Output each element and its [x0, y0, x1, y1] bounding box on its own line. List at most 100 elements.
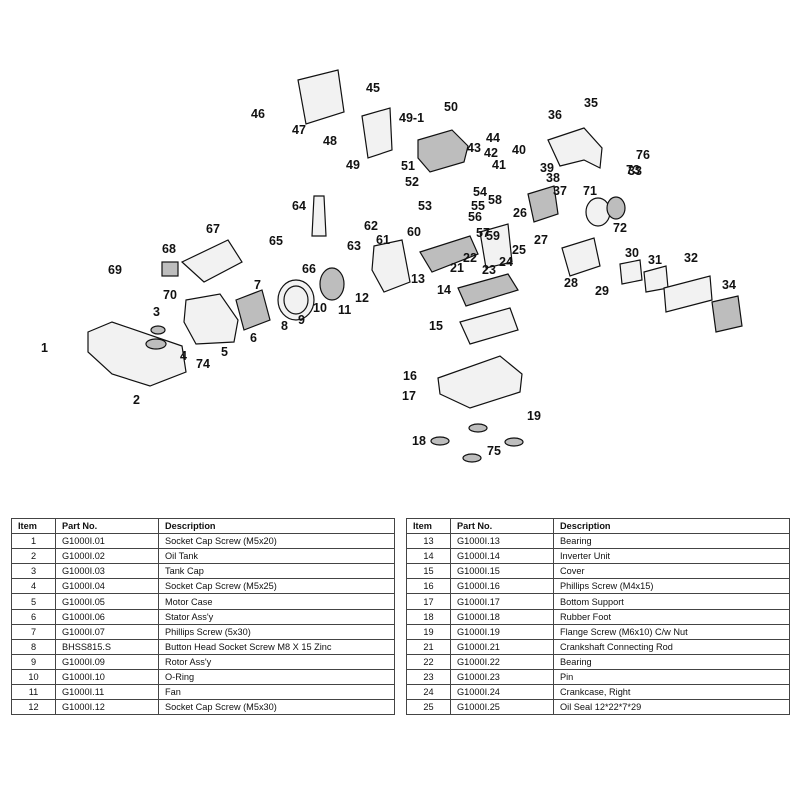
cell-item: 12	[11, 699, 56, 716]
cell-item: 22	[406, 653, 451, 670]
callout-label: 4	[180, 349, 187, 363]
callout-label: 50	[444, 100, 458, 114]
callout-label: 14	[437, 283, 451, 297]
callout-label: 26	[513, 206, 527, 220]
callout-label: 17	[402, 389, 416, 403]
callout-label: 37	[553, 184, 567, 198]
callout-label: 68	[162, 242, 176, 256]
cell-description: Crankshaft Connecting Rod	[553, 638, 790, 655]
cell-part-no: G1000I.11	[55, 684, 159, 701]
callout-label: 34	[722, 278, 736, 292]
carburetor-part	[527, 185, 559, 223]
cell-part-no: G1000I.17	[450, 593, 554, 610]
callout-label: 30	[625, 246, 639, 260]
callout-label: 36	[548, 108, 562, 122]
cell-part-no: G1000I.12	[55, 699, 159, 716]
callout-label: 60	[407, 225, 421, 239]
callout-label: 1	[41, 341, 48, 355]
callout-label: 16	[403, 369, 417, 383]
tank-cap-small-part	[150, 325, 166, 335]
cell-item: 19	[406, 623, 451, 640]
callout-label: 63	[347, 239, 361, 253]
air-filter-part	[297, 69, 345, 125]
callout-label: 73	[626, 163, 640, 177]
callout-label: 55	[471, 199, 485, 213]
column-header-item: Item	[11, 517, 56, 535]
cell-description: Cover	[553, 563, 790, 580]
oil-tank-part	[87, 321, 187, 387]
callout-label: 19	[527, 409, 541, 423]
cell-description: Motor Case	[158, 593, 395, 610]
cell-item: 25	[406, 699, 451, 716]
cell-part-no: G1000I.24	[450, 684, 554, 701]
cell-part-no: BHSS815.S	[55, 638, 159, 655]
callout-label: 69	[108, 263, 122, 277]
callout-label: 42	[484, 146, 498, 160]
callout-label: 46	[251, 107, 265, 121]
cell-description: Crankcase, Right	[553, 684, 790, 701]
plate-part	[663, 275, 713, 313]
callout-label: 40	[512, 143, 526, 157]
cell-part-no: G1000I.04	[55, 578, 159, 595]
cell-description: O-Ring	[158, 668, 395, 686]
cell-part-no: G1000I.25	[450, 699, 554, 716]
rubber-foot-part	[504, 437, 524, 447]
cell-item: 15	[406, 563, 451, 580]
cell-description: Bearing	[553, 533, 790, 550]
callout-label: 54	[473, 185, 487, 199]
cell-item: 18	[406, 608, 451, 625]
cell-part-no: G1000I.18	[450, 608, 554, 625]
callout-label: 6	[250, 331, 257, 345]
rotor-inner-part	[283, 285, 309, 315]
callout-label: 48	[323, 134, 337, 148]
callout-label: 58	[488, 193, 502, 207]
cell-item: 11	[11, 684, 56, 701]
callout-label: 8	[281, 319, 288, 333]
tank-cap-part	[145, 338, 167, 350]
cell-part-no: G1000I.06	[55, 608, 159, 625]
cell-part-no: G1000I.22	[450, 653, 554, 670]
callout-label: 2	[133, 393, 140, 407]
column-header-description: Description	[158, 517, 395, 535]
callout-label: 27	[534, 233, 548, 247]
callout-label: 7	[254, 278, 261, 292]
cell-item: 5	[11, 593, 56, 610]
callout-label: 51	[401, 159, 415, 173]
cell-item: 4	[11, 578, 56, 595]
callout-label: 71	[583, 184, 597, 198]
callout-label: 12	[355, 291, 369, 305]
switch-part	[161, 261, 179, 277]
crankshaft-part	[419, 235, 479, 273]
callout-label: 49-1	[399, 111, 424, 125]
cell-part-no: G1000I.16	[450, 578, 554, 595]
cell-part-no: G1000I.05	[55, 593, 159, 610]
callout-label: 15	[429, 319, 443, 333]
crankcase-left-part	[371, 239, 411, 293]
column-header-item: Item	[406, 517, 451, 535]
cell-description: Socket Cap Screw (M5x25)	[158, 578, 395, 595]
callout-label: 13	[411, 272, 425, 286]
callout-label: 31	[648, 253, 662, 267]
cell-part-no: G1000I.13	[450, 533, 554, 550]
callout-label: 57	[476, 226, 490, 240]
cell-item: 23	[406, 668, 451, 686]
inverter-cover-part	[459, 307, 519, 345]
rubber-foot-part	[430, 436, 450, 446]
callout-label: 24	[499, 255, 513, 269]
cell-description: Phillips Screw (5x30)	[158, 623, 395, 640]
column-header-part-no: Part No.	[55, 517, 159, 535]
callout-label: 21	[450, 261, 464, 275]
cell-item: 6	[11, 608, 56, 625]
